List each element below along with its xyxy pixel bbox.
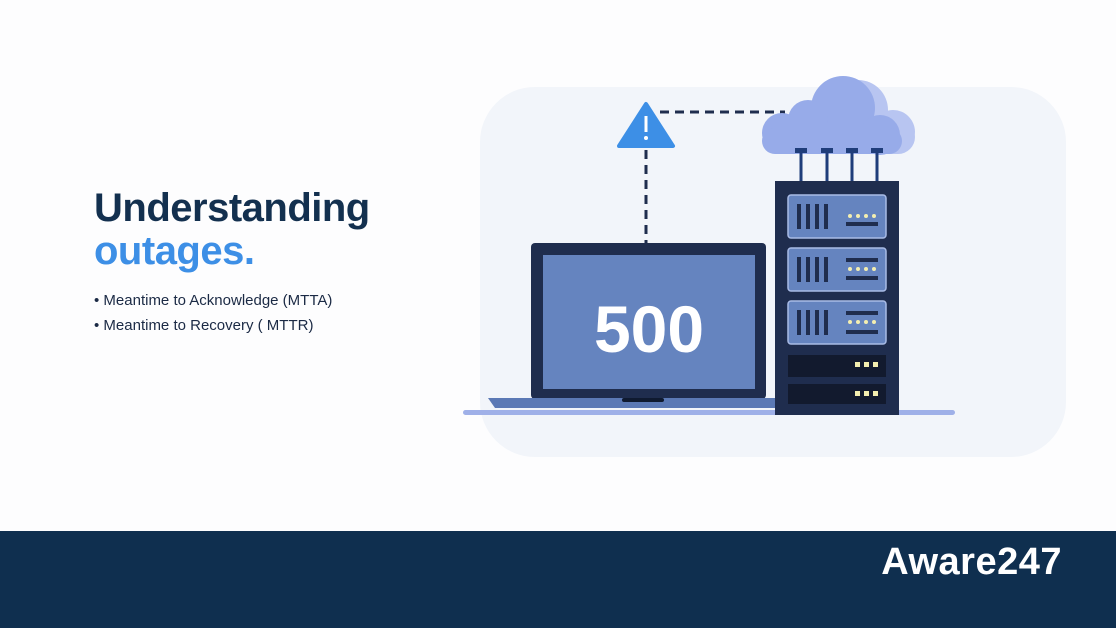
heading-line-2: outages. [94, 229, 255, 273]
outage-illustration: 500 [463, 76, 1066, 457]
bullet-mtta: • Meantime to Acknowledge (MTTA) [94, 292, 333, 309]
aware247-logo: Aware247 [881, 541, 1062, 583]
network-cables [799, 150, 879, 182]
cloud-icon [762, 76, 915, 155]
heading-line-1: Understanding [94, 186, 370, 230]
warning-icon [617, 102, 675, 148]
error-code: 500 [594, 292, 704, 366]
server-rack-icon [775, 181, 899, 415]
laptop-icon: 500 [488, 243, 780, 408]
bullet-mttr: • Meantime to Recovery ( MTTR) [94, 317, 314, 334]
footer-bar: Aware247 [0, 531, 1116, 628]
